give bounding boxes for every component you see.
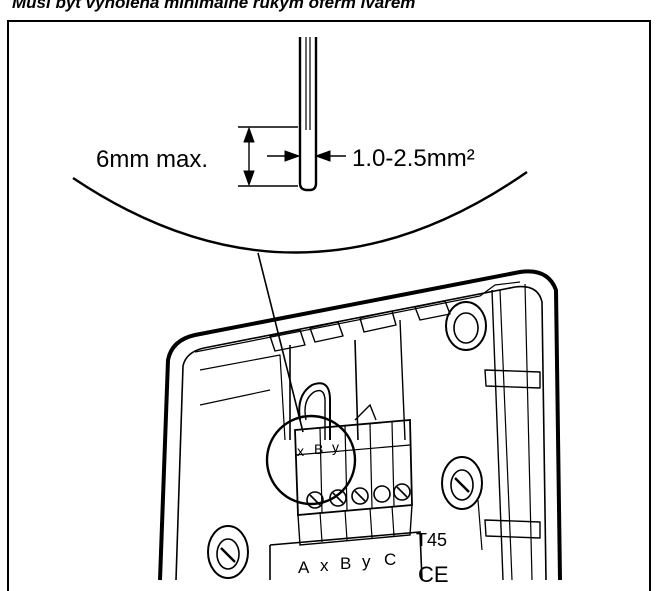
screw-hole-top-right [445, 301, 487, 351]
magnifier-circle [265, 414, 357, 506]
terminal-label-a: A [298, 558, 310, 577]
figure-frame [7, 20, 651, 591]
strip-length-dimension [238, 126, 298, 187]
zoom-terminal-x: x [297, 443, 304, 459]
ce-mark: CE [418, 562, 449, 587]
strip-length-label: 6mm max. [96, 146, 208, 173]
zoom-terminal-b: B [314, 441, 323, 457]
wire-section-arrows [267, 150, 346, 162]
zoom-terminal-y: y [332, 439, 339, 455]
terminal-block [269, 382, 423, 581]
terminal-label-b: B [340, 554, 351, 573]
screw-hole-left [207, 525, 249, 579]
thermostat-backplate [158, 269, 562, 581]
wire-section-label: 1.0-2.5mm² [352, 145, 475, 172]
screw-hole-right [441, 456, 483, 510]
leader-line [257, 252, 304, 433]
wire-illustration [298, 37, 318, 192]
magnifier-arc [72, 171, 528, 254]
terminal-label-c: C [384, 550, 396, 569]
figure-caption: Musí být vyholena minimálně rukym oferm … [12, 0, 416, 12]
terminal-label-x: x [320, 556, 329, 575]
model-label: T45 [416, 530, 447, 550]
terminal-label-y: y [362, 552, 371, 571]
